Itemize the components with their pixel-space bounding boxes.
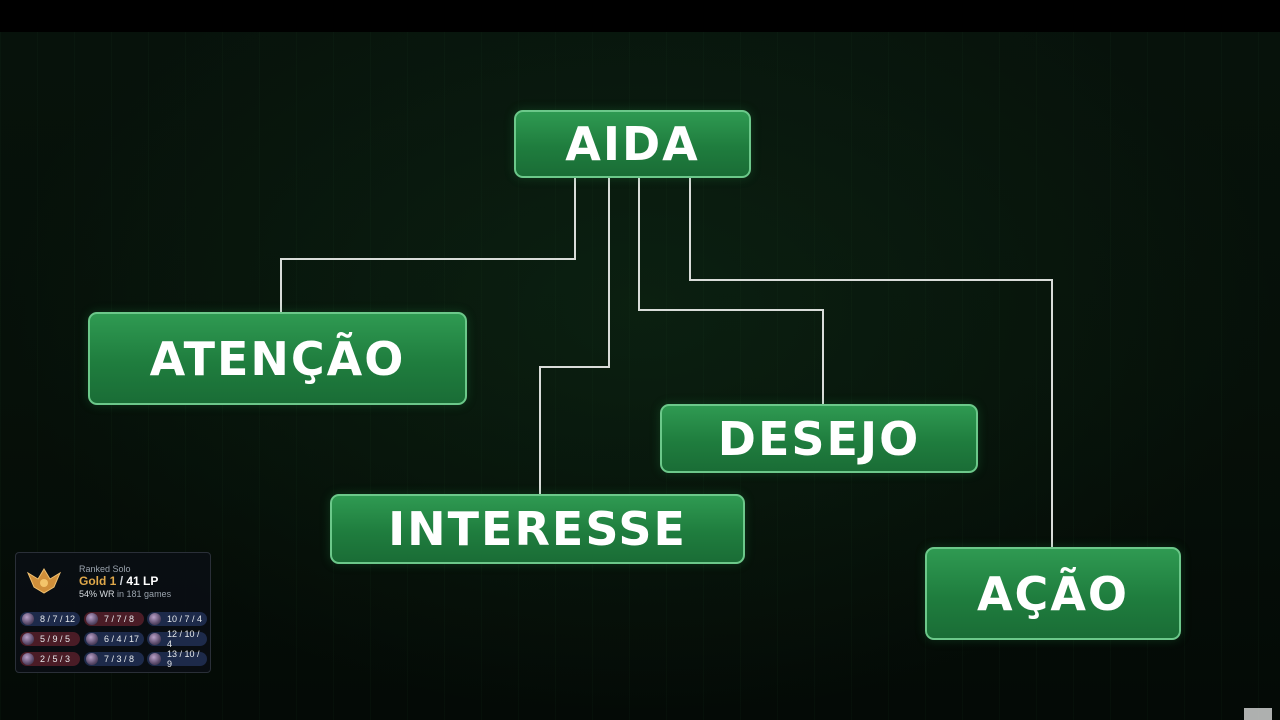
connector-aida-desejo bbox=[638, 178, 824, 404]
champion-icon bbox=[149, 633, 161, 645]
match-record: 7 / 3 / 8 bbox=[84, 652, 144, 666]
match-record: 13 / 10 / 9 bbox=[147, 649, 207, 669]
tier-name: Gold 1 bbox=[79, 574, 117, 588]
desejo-label: DESEJO bbox=[717, 411, 921, 466]
desejo-node: DESEJO bbox=[660, 404, 978, 473]
match-kda: 7 / 3 / 8 bbox=[104, 654, 135, 664]
champion-icon bbox=[86, 653, 98, 665]
corner-watermark bbox=[1244, 708, 1272, 720]
match-kda: 10 / 7 / 4 bbox=[167, 614, 203, 624]
aida-root-node: AIDA bbox=[514, 110, 751, 178]
match-kda: 2 / 5 / 3 bbox=[40, 654, 71, 664]
ranked-mode-label: Ranked Solo bbox=[79, 564, 131, 574]
match-kda: 12 / 10 / 4 bbox=[167, 629, 200, 649]
gold-rank-emblem-icon bbox=[26, 568, 62, 594]
match-record: 2 / 5 / 3 bbox=[20, 652, 80, 666]
atencao-node: ATENÇÃO bbox=[88, 312, 467, 405]
match-record: 12 / 10 / 4 bbox=[147, 629, 207, 649]
champion-icon bbox=[22, 653, 34, 665]
winrate-line: 54% WR in 181 games bbox=[79, 589, 171, 599]
champion-icon bbox=[149, 653, 161, 665]
champion-icon bbox=[86, 613, 98, 625]
champion-icon bbox=[22, 633, 34, 645]
ranked-stats-overlay: Ranked Solo Gold 1 / 41 LP 54% WR in 181… bbox=[15, 552, 211, 673]
match-kda: 6 / 4 / 17 bbox=[104, 634, 140, 644]
connector-aida-interesse bbox=[539, 178, 610, 494]
match-kda: 5 / 9 / 5 bbox=[40, 634, 71, 644]
games-count: in 181 games bbox=[117, 589, 172, 599]
league-points: 41 LP bbox=[126, 574, 159, 588]
champion-icon bbox=[149, 613, 161, 625]
match-kda: 13 / 10 / 9 bbox=[167, 649, 200, 669]
champion-icon bbox=[86, 633, 98, 645]
connector-aida-acao bbox=[689, 178, 1053, 547]
match-record: 10 / 7 / 4 bbox=[147, 612, 207, 626]
top-letterbox-bar bbox=[0, 0, 1280, 32]
champion-icon bbox=[22, 613, 34, 625]
tier-separator: / bbox=[119, 574, 124, 588]
atencao-label: ATENÇÃO bbox=[149, 331, 406, 386]
acao-label: AÇÃO bbox=[976, 566, 1130, 621]
match-record: 6 / 4 / 17 bbox=[84, 632, 144, 646]
acao-node: AÇÃO bbox=[925, 547, 1181, 640]
match-record: 8 / 7 / 12 bbox=[20, 612, 80, 626]
interesse-label: INTERESSE bbox=[388, 502, 687, 556]
interesse-node: INTERESSE bbox=[330, 494, 745, 564]
aida-root-label: AIDA bbox=[565, 117, 700, 171]
rank-tier: Gold 1 / 41 LP bbox=[79, 574, 158, 588]
match-kda: 8 / 7 / 12 bbox=[40, 614, 76, 624]
winrate-value: 54% WR bbox=[79, 589, 115, 599]
connector-aida-atencao bbox=[280, 178, 576, 312]
match-record: 5 / 9 / 5 bbox=[20, 632, 80, 646]
match-record: 7 / 7 / 8 bbox=[84, 612, 144, 626]
match-kda: 7 / 7 / 8 bbox=[104, 614, 135, 624]
